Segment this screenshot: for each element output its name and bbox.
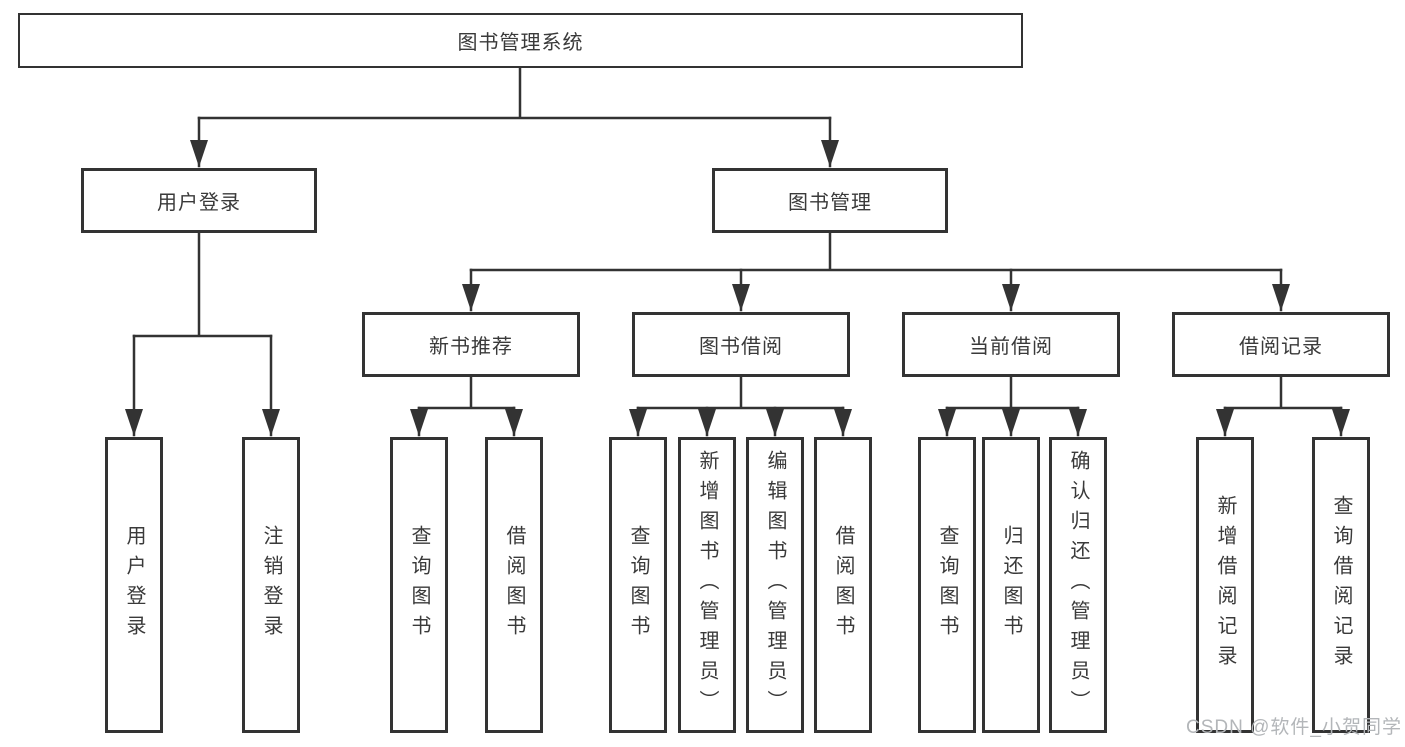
connector-book-borrow bbox=[636, 375, 845, 410]
leaf-add-book-admin-label: 新增图书（管理员） bbox=[696, 450, 718, 720]
leaf-query-books-newbooks-label: 查询图书 bbox=[408, 525, 430, 645]
leaf-logout-label: 注销登录 bbox=[260, 525, 282, 645]
node-book-borrow: 图书借阅 bbox=[632, 312, 850, 377]
leaf-user-login: 用户登录 bbox=[105, 437, 163, 733]
leaf-confirm-return-admin: 确认归还（管理员） bbox=[1049, 437, 1107, 733]
node-root: 图书管理系统 bbox=[18, 13, 1023, 68]
connector-borrow-records bbox=[1223, 375, 1343, 410]
leaf-add-book-admin: 新增图书（管理员） bbox=[678, 437, 736, 733]
connector-root bbox=[197, 66, 832, 120]
node-borrow-records: 借阅记录 bbox=[1172, 312, 1390, 377]
leaf-borrow-books: 借阅图书 bbox=[814, 437, 872, 733]
leaf-edit-book-admin-label: 编辑图书（管理员） bbox=[764, 450, 786, 720]
node-user-login-branch: 用户登录 bbox=[81, 168, 317, 233]
connector-user-login bbox=[132, 231, 273, 338]
leaf-query-books-current: 查询图书 bbox=[918, 437, 976, 733]
leaf-borrow-books-label: 借阅图书 bbox=[832, 525, 854, 645]
node-current-borrow: 当前借阅 bbox=[902, 312, 1120, 377]
leaf-query-books-borrow-label: 查询图书 bbox=[627, 525, 649, 645]
leaf-confirm-return-admin-label: 确认归还（管理员） bbox=[1067, 450, 1089, 720]
connector-new-books bbox=[417, 375, 516, 410]
leaf-edit-book-admin: 编辑图书（管理员） bbox=[746, 437, 804, 733]
leaf-query-books-current-label: 查询图书 bbox=[936, 525, 958, 645]
leaf-add-borrow-record-label: 新增借阅记录 bbox=[1214, 495, 1236, 675]
leaf-return-book: 归还图书 bbox=[982, 437, 1040, 733]
leaf-query-books-borrow: 查询图书 bbox=[609, 437, 667, 733]
leaf-borrow-books-newbooks: 借阅图书 bbox=[485, 437, 543, 733]
connector-book-mgmt bbox=[469, 231, 1283, 272]
leaf-query-books-newbooks: 查询图书 bbox=[390, 437, 448, 733]
leaf-add-borrow-record: 新增借阅记录 bbox=[1196, 437, 1254, 733]
leaf-query-borrow-record-label: 查询借阅记录 bbox=[1330, 495, 1352, 675]
connector-current-borrow bbox=[945, 375, 1080, 410]
leaf-borrow-books-newbooks-label: 借阅图书 bbox=[503, 525, 525, 645]
leaf-return-book-label: 归还图书 bbox=[1000, 525, 1022, 645]
watermark: CSDN @软件_小贺同学 bbox=[1186, 717, 1402, 738]
leaf-query-borrow-record: 查询借阅记录 bbox=[1312, 437, 1370, 733]
leaf-user-login-label: 用户登录 bbox=[123, 525, 145, 645]
node-new-books: 新书推荐 bbox=[362, 312, 580, 377]
node-book-mgmt-branch: 图书管理 bbox=[712, 168, 948, 233]
leaf-logout: 注销登录 bbox=[242, 437, 300, 733]
